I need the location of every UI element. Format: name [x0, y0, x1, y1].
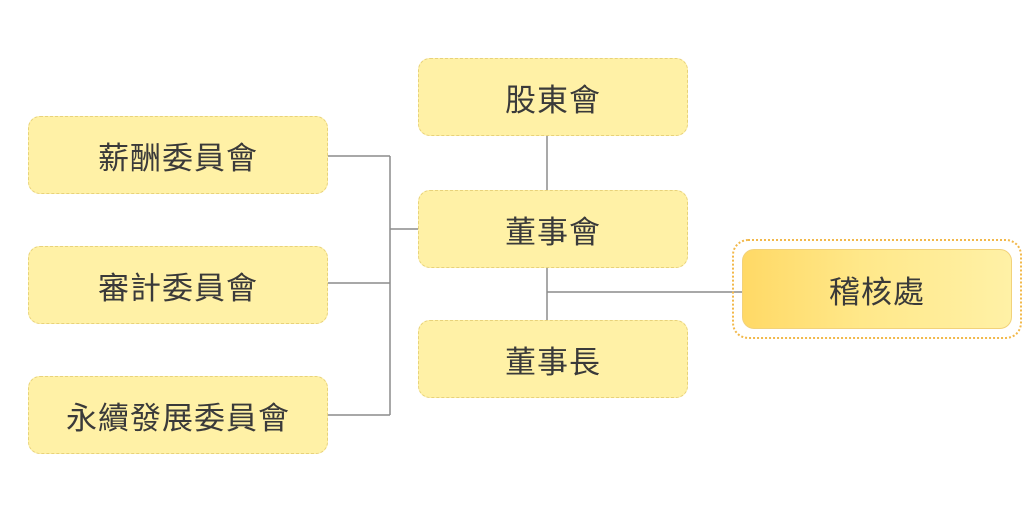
- internal-audit-label: 稽核處: [829, 274, 925, 311]
- shareholders-meeting-label: 股東會: [505, 82, 601, 119]
- audit-committee-label: 審計委員會: [98, 270, 258, 307]
- internal-audit-highlight-frame: [732, 239, 1022, 339]
- chairman-label: 董事長: [505, 344, 601, 381]
- chairman-box: 董事長: [418, 320, 688, 398]
- internal-audit-box: 稽核處: [742, 249, 1012, 329]
- board-of-directors-box: 董事會: [418, 190, 688, 268]
- shareholders-meeting-box: 股東會: [418, 58, 688, 136]
- audit-committee-box: 審計委員會: [28, 246, 328, 324]
- sustainability-committee-box: 永續發展委員會: [28, 376, 328, 454]
- board-of-directors-label: 董事會: [505, 214, 601, 251]
- remuneration-committee-label: 薪酬委員會: [98, 140, 258, 177]
- remuneration-committee-box: 薪酬委員會: [28, 116, 328, 194]
- sustainability-committee-label: 永續發展委員會: [66, 400, 290, 437]
